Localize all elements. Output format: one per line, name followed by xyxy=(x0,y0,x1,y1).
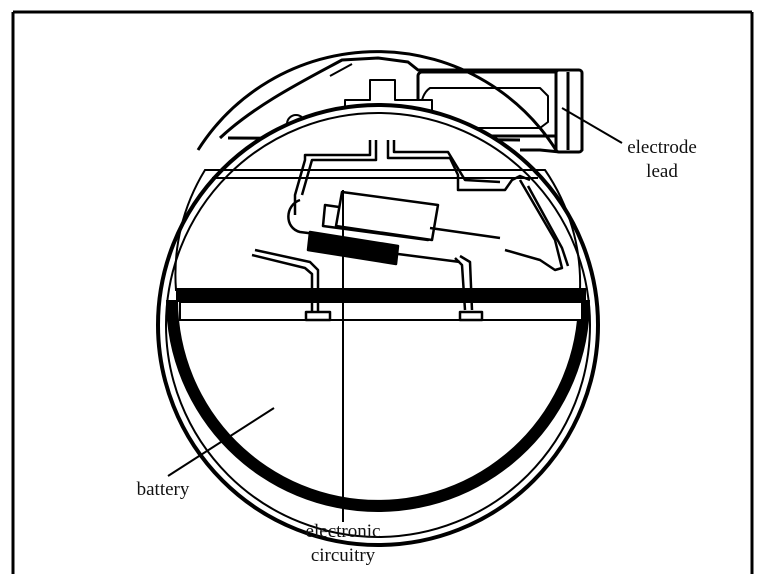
electronic-circuitry-label-line1: electronic xyxy=(305,521,381,542)
electrode-lead-label: electrode lead xyxy=(612,136,712,184)
electronic-circuitry-label-line2: circuitry xyxy=(310,545,376,566)
battery-leader xyxy=(167,407,275,477)
electronic-components xyxy=(251,190,501,322)
pacemaker-casing xyxy=(156,50,600,547)
figure-frame xyxy=(11,10,754,574)
electrode-lead-leader xyxy=(561,107,623,144)
electrode-lead-label-line2: lead xyxy=(646,161,678,182)
electrode-lead-label-line1: electrode xyxy=(627,137,697,158)
feedthrough-wires xyxy=(293,140,570,272)
battery-label: battery xyxy=(136,479,190,500)
electronic-circuitry-label: electronic circuitry xyxy=(283,520,403,568)
leader-lines xyxy=(167,107,623,522)
